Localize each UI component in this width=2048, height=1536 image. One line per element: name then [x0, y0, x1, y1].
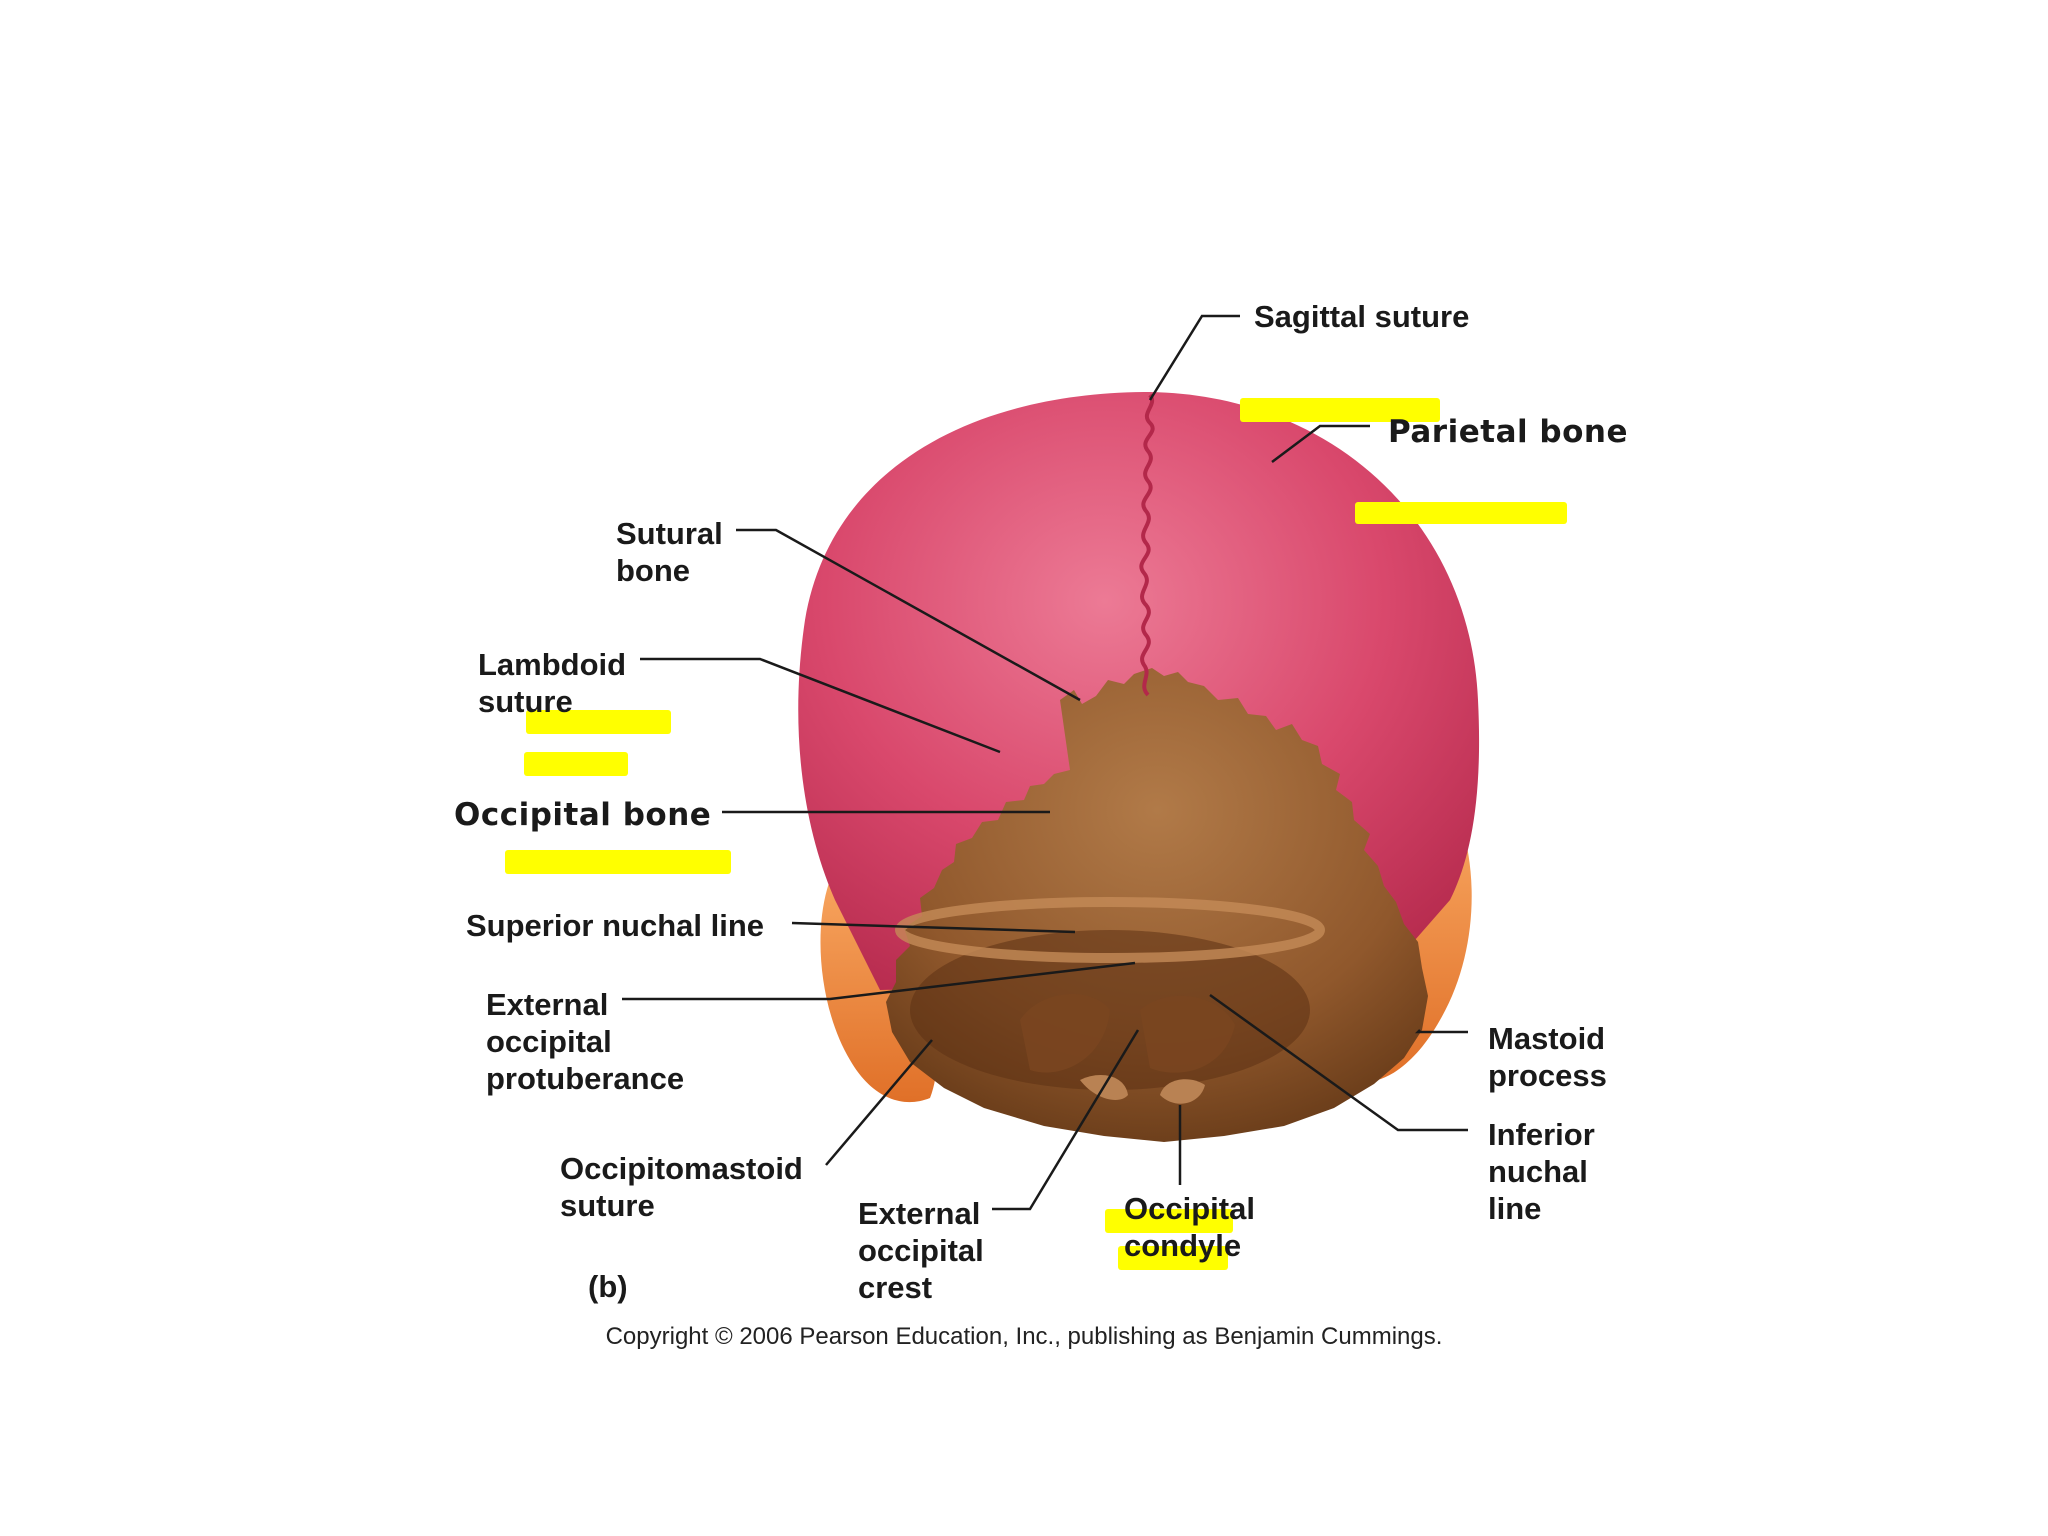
highlight-mark-6: [1105, 1209, 1233, 1233]
leader-crest: [992, 1029, 1140, 1211]
leader-inferior-nuchal: [1209, 993, 1468, 1132]
label-mastoid-process: Mastoid process: [1488, 1021, 1607, 1093]
label-superior-nuchal-line: Superior nuchal line: [466, 908, 764, 943]
right-condyle-fossa: [1140, 995, 1235, 1073]
label-sutural-bone: Sutural bone: [616, 516, 723, 588]
leader-lines: [622, 314, 1468, 1211]
leader-protuberance: [622, 961, 1136, 1001]
copyright-notice: Copyright © 2006 Pearson Education, Inc.…: [605, 1323, 1443, 1350]
highlight-mark-2: [1355, 502, 1567, 524]
left-condyle-fossa: [1020, 993, 1110, 1073]
highlight-mark-3: [526, 710, 671, 734]
label-external-occipital-protuberance: External occipital protuberance: [486, 987, 685, 1096]
superior-nuchal-ridge: [895, 897, 1325, 963]
label-external-occipital-crest: External occipital crest: [858, 1196, 984, 1305]
right-condyle: [1160, 1079, 1205, 1104]
leader-parietal: [1271, 424, 1370, 463]
leader-sagittal: [1148, 314, 1240, 401]
label-lambdoid-suture: Lambdoid suture: [478, 647, 627, 719]
label-parietal-bone: Parietal bone: [1388, 414, 1628, 450]
label-occipital-bone: Occipital bone: [454, 797, 712, 833]
highlight-mark-5: [505, 850, 731, 874]
panel-label: (b): [588, 1269, 628, 1304]
leader-sutural: [736, 528, 1081, 702]
sagittal-suture-line: [1139, 393, 1155, 697]
label-occipital-condyle: Occipital condyle: [1124, 1191, 1255, 1263]
highlight-mark-1: [1240, 398, 1440, 422]
label-sagittal-suture: Sagittal suture: [1254, 299, 1470, 334]
highlight-mark-7: [1118, 1246, 1228, 1270]
leader-occipitomastoid: [825, 1039, 933, 1166]
highlight-mark-4: [524, 752, 628, 776]
leader-lambdoid: [640, 657, 1001, 754]
leader-mastoid: [1414, 1029, 1468, 1034]
leader-superior-nuchal: [791, 921, 1076, 934]
label-occipitomastoid-suture: Occipitomastoid suture: [560, 1151, 803, 1223]
label-inferior-nuchal-line: Inferior nuchal line: [1488, 1117, 1595, 1226]
